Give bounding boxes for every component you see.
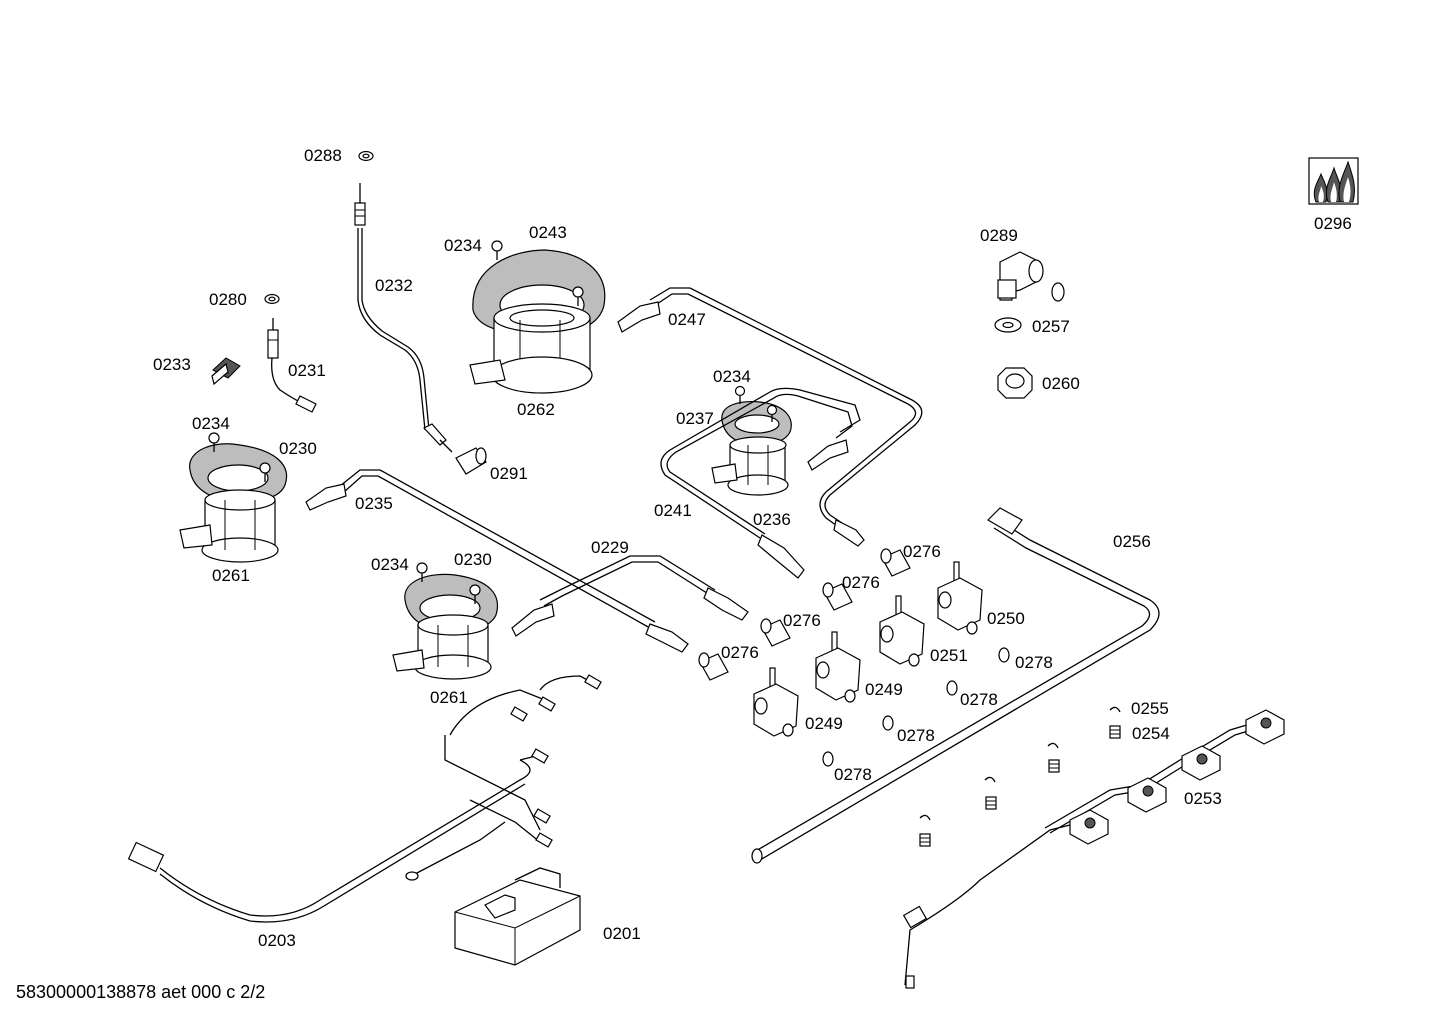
label-0234: 0234: [713, 367, 751, 386]
rings-0278: [822, 647, 1010, 767]
part-labels: 0288 0232 0234 0243 0280 0231 0233 0247 …: [153, 146, 1352, 950]
label-0229: 0229: [591, 538, 629, 557]
document-footer: 58300000138878 aet 000 c 2/2: [16, 982, 265, 1002]
label-0232: 0232: [375, 276, 413, 295]
nut-0291: [455, 447, 487, 475]
label-0249: 0249: [865, 680, 903, 699]
label-0235: 0235: [355, 494, 393, 513]
label-0262: 0262: [517, 400, 555, 419]
label-0201: 0201: [603, 924, 641, 943]
switch-b: [1127, 777, 1167, 813]
label-0291: 0291: [490, 464, 528, 483]
switch-d: [1245, 709, 1285, 745]
label-0261: 0261: [430, 688, 468, 707]
label-0256: 0256: [1113, 532, 1151, 551]
label-0255: 0255: [1131, 699, 1169, 718]
label-0288: 0288: [304, 146, 342, 165]
label-0254: 0254: [1132, 724, 1170, 743]
springs-0254: [919, 725, 1121, 847]
label-0278: 0278: [897, 726, 935, 745]
burner-assembly-0261-left: [179, 432, 288, 563]
label-0231: 0231: [288, 361, 326, 380]
flame-symbol-icon: [1308, 157, 1359, 205]
washer-0257: [994, 317, 1022, 333]
label-0289: 0289: [980, 226, 1018, 245]
label-0230: 0230: [279, 439, 317, 458]
label-0250: 0250: [987, 609, 1025, 628]
label-0278: 0278: [834, 765, 872, 784]
wiring-harness-0203: [127, 674, 602, 923]
gas-valve-0251: [879, 595, 925, 667]
label-0276: 0276: [842, 573, 880, 592]
switch-c: [1181, 745, 1221, 781]
burner-assembly-0262: [469, 240, 606, 394]
label-0243: 0243: [529, 223, 567, 242]
gas-valve-0249-a: [815, 631, 861, 703]
label-0278: 0278: [1015, 653, 1053, 672]
label-0249: 0249: [805, 714, 843, 733]
label-0247: 0247: [668, 310, 706, 329]
label-0257: 0257: [1032, 317, 1070, 336]
washer-0280: [264, 293, 280, 305]
injectors-0276: [698, 548, 911, 681]
label-0276: 0276: [721, 643, 759, 662]
label-0251: 0251: [930, 646, 968, 665]
ignition-electrode-0231: [267, 318, 317, 413]
label-0276: 0276: [903, 542, 941, 561]
label-0253: 0253: [1184, 789, 1222, 808]
clip-0233: [211, 357, 241, 386]
label-0234: 0234: [444, 236, 482, 255]
label-0233: 0233: [153, 355, 191, 374]
label-0276: 0276: [783, 611, 821, 630]
switch-a: [1069, 809, 1109, 845]
nut-0260: [997, 367, 1033, 399]
thermocouple-0232: [354, 183, 453, 453]
label-0260: 0260: [1042, 374, 1080, 393]
ignition-module-0201: [454, 867, 581, 966]
label-0237: 0237: [676, 409, 714, 428]
label-0234: 0234: [192, 414, 230, 433]
label-0261: 0261: [212, 566, 250, 585]
washer-0288: [358, 150, 374, 162]
burner-assembly-0236: [711, 385, 792, 496]
gas-pipes: [305, 287, 1160, 864]
gas-valve-0249-b: [753, 667, 799, 737]
label-0234: 0234: [371, 555, 409, 574]
gas-valve-0250: [937, 561, 983, 635]
label-0203: 0203: [258, 931, 296, 950]
burner-assembly-0261-lower: [392, 562, 498, 680]
label-0241: 0241: [654, 501, 692, 520]
label-0280: 0280: [209, 290, 247, 309]
ignition-switches-0253: [902, 709, 1285, 989]
label-0278: 0278: [960, 690, 998, 709]
elbow-fitting-0289: [997, 251, 1065, 302]
clips-0255: [919, 706, 1121, 821]
label-0230: 0230: [454, 550, 492, 569]
label-0296: 0296: [1314, 214, 1352, 233]
label-0236: 0236: [753, 510, 791, 529]
